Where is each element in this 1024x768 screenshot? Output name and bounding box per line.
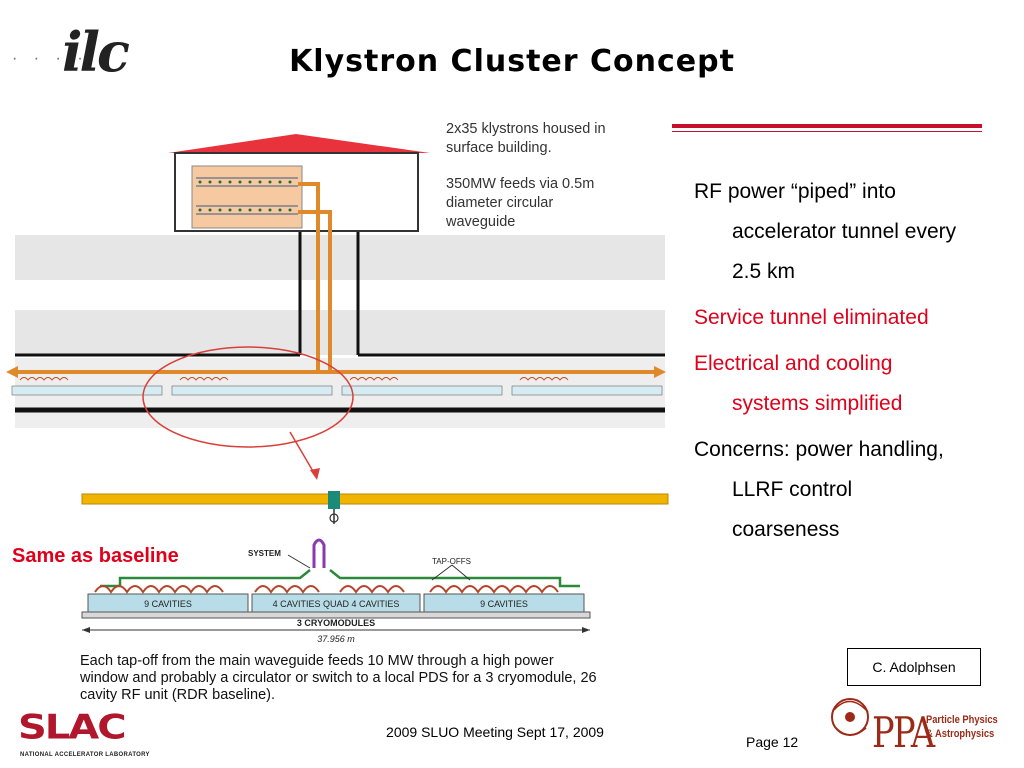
bullet-concerns-line3: coarseness bbox=[732, 518, 840, 541]
tapoffs-leader-1 bbox=[431, 564, 453, 581]
main-waveguide-bar bbox=[81, 493, 669, 505]
bullet-concerns-line1: Concerns: power handling, bbox=[694, 438, 944, 461]
cryomodules-label: 3 CRYOMODULES bbox=[297, 618, 375, 628]
bullet-concerns: Concerns: power handling, LLRF control c… bbox=[694, 430, 1014, 550]
feeds-label-line2: diameter circular bbox=[446, 195, 553, 211]
building-roof bbox=[168, 134, 430, 153]
bullet-concerns-line2: LLRF control bbox=[732, 478, 853, 501]
feeds-label-line1: 350MW feeds via 0.5m bbox=[446, 176, 594, 192]
cavities-right-label: 9 CAVITIES bbox=[480, 599, 528, 609]
credit-box: C. Adolphsen bbox=[847, 648, 981, 686]
bullet-service-tunnel-line1: Service tunnel eliminated bbox=[694, 306, 929, 329]
tapoffs-label: TAP-OFFS bbox=[432, 557, 471, 566]
circulator-icon bbox=[329, 513, 339, 523]
bullet-rf-power-line2: accelerator tunnel every bbox=[732, 220, 957, 243]
tap-off-coupler bbox=[328, 491, 340, 509]
slac-logo: SLAC bbox=[18, 708, 127, 748]
feeds-label-line3: waveguide bbox=[445, 214, 515, 230]
ppa-logo: PPA bbox=[872, 708, 935, 757]
tapoffs-leader-2 bbox=[451, 564, 471, 581]
klystron-rows bbox=[196, 177, 298, 215]
dimension-arrow-left bbox=[82, 627, 90, 633]
pointer-arrowhead bbox=[310, 468, 320, 480]
same-as-baseline-callout: Same as baseline bbox=[12, 545, 179, 567]
cavities-middle-label: 4 CAVITIES QUAD 4 CAVITIES bbox=[273, 599, 400, 609]
waveguide-arrow-left bbox=[6, 366, 18, 378]
highlight-ellipse bbox=[142, 346, 354, 448]
cryomodule-base bbox=[81, 611, 591, 619]
waveguide-left bbox=[298, 182, 320, 370]
waveguide-right bbox=[298, 210, 332, 370]
middle-tunnel-band bbox=[15, 310, 665, 355]
bullet-rf-power-line3: 2.5 km bbox=[732, 260, 796, 283]
system-label: SYSTEM bbox=[248, 549, 281, 558]
diagram-caption: Each tap-off from the main waveguide fee… bbox=[80, 653, 597, 703]
bullet-electrical-cooling-line2: systems simplified bbox=[732, 392, 903, 415]
page-number: Page 12 bbox=[746, 734, 799, 750]
bullet-service-tunnel: Service tunnel eliminated bbox=[694, 298, 1014, 338]
klystron-cluster-diagram: 2x35 klystrons housed in surface buildin… bbox=[6, 121, 669, 644]
bullet-list: RF power “piped” into accelerator tunnel… bbox=[694, 172, 1014, 556]
logo-dots: · · · · bbox=[12, 50, 89, 67]
system-leader bbox=[287, 554, 311, 569]
bullet-electrical-cooling: Electrical and cooling systems simplifie… bbox=[694, 344, 1014, 424]
bullet-electrical-cooling-line1: Electrical and cooling bbox=[694, 352, 893, 375]
cavities-left-label: 9 CAVITIES bbox=[144, 599, 192, 609]
title-rule-thin bbox=[672, 131, 982, 132]
title-rule bbox=[672, 124, 982, 128]
klystron-markers bbox=[198, 180, 292, 212]
distribution-green bbox=[100, 569, 580, 588]
ppa-line2: & Astrophysics bbox=[926, 728, 995, 740]
klystron-array bbox=[191, 165, 303, 229]
ilc-logo: ilc bbox=[62, 20, 130, 84]
ppa-line1: Particle Physics bbox=[926, 714, 998, 726]
slac-subtitle: NATIONAL ACCELERATOR LABORATORY bbox=[20, 752, 150, 758]
dimension-arrow-right bbox=[582, 627, 590, 633]
ppa-emblem-icon bbox=[831, 698, 869, 736]
waveguide-arrow-right bbox=[654, 366, 666, 378]
cavity-feed-loops bbox=[94, 585, 559, 594]
klystrons-label-line1: 2x35 klystrons housed in bbox=[446, 121, 606, 137]
slide-title: Klystron Cluster Concept bbox=[289, 44, 735, 79]
length-label: 37.956 m bbox=[317, 634, 355, 644]
bullet-rf-power: RF power “piped” into accelerator tunnel… bbox=[694, 172, 1014, 292]
klystrons-label-line2: surface building. bbox=[446, 140, 552, 156]
footer-meeting: 2009 SLUO Meeting Sept 17, 2009 bbox=[386, 724, 604, 740]
tunnel-cryomodules bbox=[11, 377, 663, 396]
upper-tunnel-band bbox=[15, 235, 665, 280]
system-splitter bbox=[312, 538, 326, 568]
bullet-rf-power-line1: RF power “piped” into bbox=[694, 180, 896, 203]
